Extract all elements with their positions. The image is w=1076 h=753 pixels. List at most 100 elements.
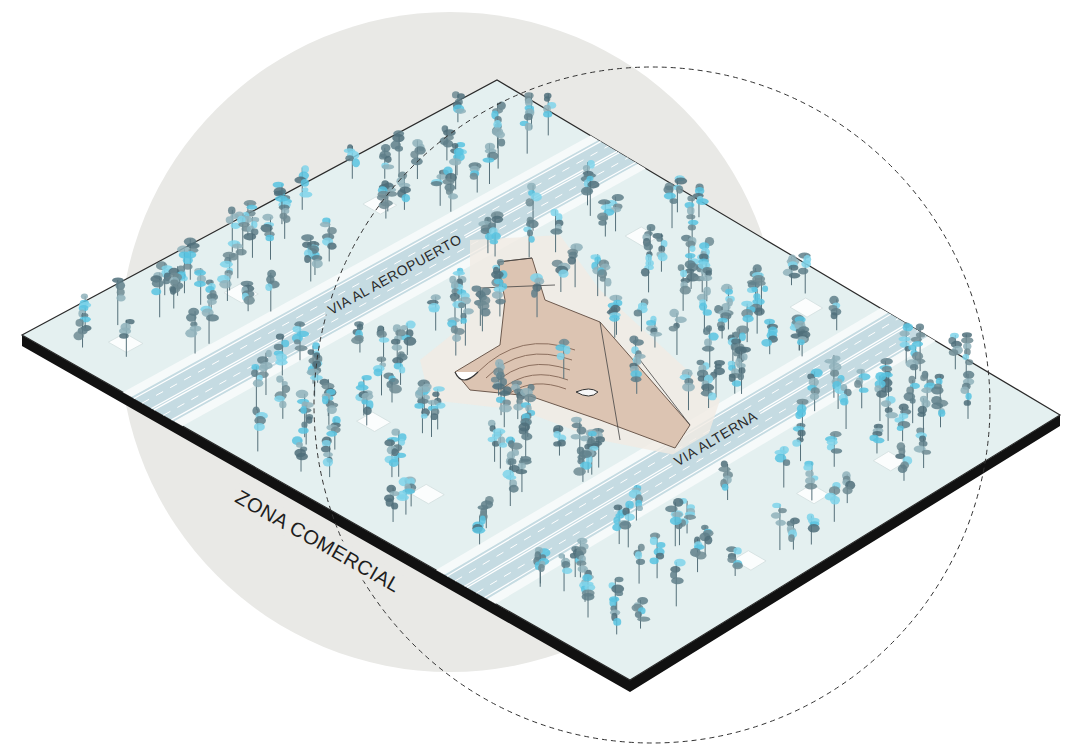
tree-crown (296, 453, 308, 461)
tree-crown (795, 412, 802, 419)
tree-crown (352, 159, 360, 168)
tree-crown (633, 339, 644, 345)
tree-crown (274, 191, 282, 196)
tree-crown (498, 138, 505, 146)
tree (274, 333, 289, 375)
tree-crown (582, 593, 595, 601)
tree-crown (499, 391, 511, 396)
tree-crown (274, 344, 284, 351)
tree-crown (362, 392, 374, 400)
tree-crown (672, 512, 683, 518)
tree (384, 485, 399, 522)
tree (257, 350, 273, 395)
tree-crown (644, 243, 653, 251)
tree-crown (577, 427, 587, 435)
tree-crown (916, 324, 924, 331)
tree-crown (647, 224, 656, 231)
tree-crown (243, 233, 256, 240)
tree (798, 252, 811, 293)
tree (839, 384, 852, 429)
tree-crown (613, 618, 621, 626)
tree-crown (615, 591, 623, 596)
tree-crown (374, 368, 383, 376)
tree-crown (415, 390, 423, 399)
tree (520, 108, 535, 153)
tree-crown (301, 422, 307, 428)
tree-crown (675, 177, 688, 184)
tree-crown (783, 459, 790, 466)
tree-crown (665, 506, 677, 513)
tree (469, 162, 482, 192)
trees (73, 91, 974, 634)
building-block (363, 195, 397, 214)
tree-crown (771, 512, 781, 518)
zone-label: ZONA COMERCIAL (228, 483, 408, 600)
tree-crown (885, 412, 898, 418)
tree-crown (275, 359, 287, 366)
tree-crown (899, 331, 909, 337)
tree-crown (391, 502, 398, 509)
tree-crown (582, 574, 592, 582)
tree-crown (535, 551, 541, 560)
tree (680, 369, 695, 410)
tree-crown (641, 268, 650, 276)
tree-crown (404, 337, 417, 346)
tree-crown (761, 339, 772, 347)
tree-crown (306, 416, 312, 424)
tree (390, 130, 404, 177)
tree-crown (598, 220, 607, 226)
tree-crown (232, 244, 243, 249)
tree-crown (507, 458, 516, 465)
tree (632, 597, 651, 629)
tree-crown (561, 561, 570, 568)
tree-crown (421, 413, 428, 418)
tree (410, 139, 425, 179)
tree-crown (921, 387, 932, 393)
building-block (108, 333, 143, 352)
tree-crown (741, 353, 747, 360)
tree-crown (609, 598, 616, 607)
tree (634, 298, 649, 331)
tree-crown (840, 398, 848, 406)
tree (518, 413, 532, 456)
tree-crown (525, 123, 533, 131)
tree (491, 271, 507, 317)
tree-crown (557, 353, 565, 360)
tree-crown (597, 213, 608, 221)
tree-crown (703, 327, 710, 335)
tree-crown (637, 617, 650, 622)
tree-crown (220, 261, 233, 268)
tree-crown (558, 270, 568, 278)
tree-crown (491, 271, 504, 279)
tree-crown (612, 194, 624, 201)
tree-crown (283, 215, 291, 223)
tree (609, 596, 621, 634)
tree (319, 379, 336, 416)
tree (581, 173, 599, 216)
tree-crown (509, 485, 519, 493)
tree-crown (262, 214, 273, 221)
tree-crown (247, 205, 258, 210)
tree-crown (402, 194, 411, 202)
tree-crown (294, 339, 301, 344)
tree-crown (480, 308, 490, 317)
tree-crown (657, 542, 666, 548)
tree (948, 333, 962, 370)
tree-crown (754, 308, 765, 316)
tree-crown (733, 547, 741, 554)
tree-crown (798, 268, 808, 275)
tree-crown (788, 534, 795, 542)
tree-crown (859, 387, 869, 392)
tree (477, 287, 491, 331)
tree-crown (429, 307, 439, 312)
tree-crown (963, 371, 974, 379)
tree-crown (650, 537, 658, 545)
tree-crown (452, 143, 459, 148)
tree-crown (778, 508, 787, 513)
tree (217, 270, 233, 301)
tree-crown (898, 336, 910, 341)
tree (543, 93, 556, 136)
tree-crown (362, 375, 372, 380)
tree-crown (385, 156, 392, 163)
